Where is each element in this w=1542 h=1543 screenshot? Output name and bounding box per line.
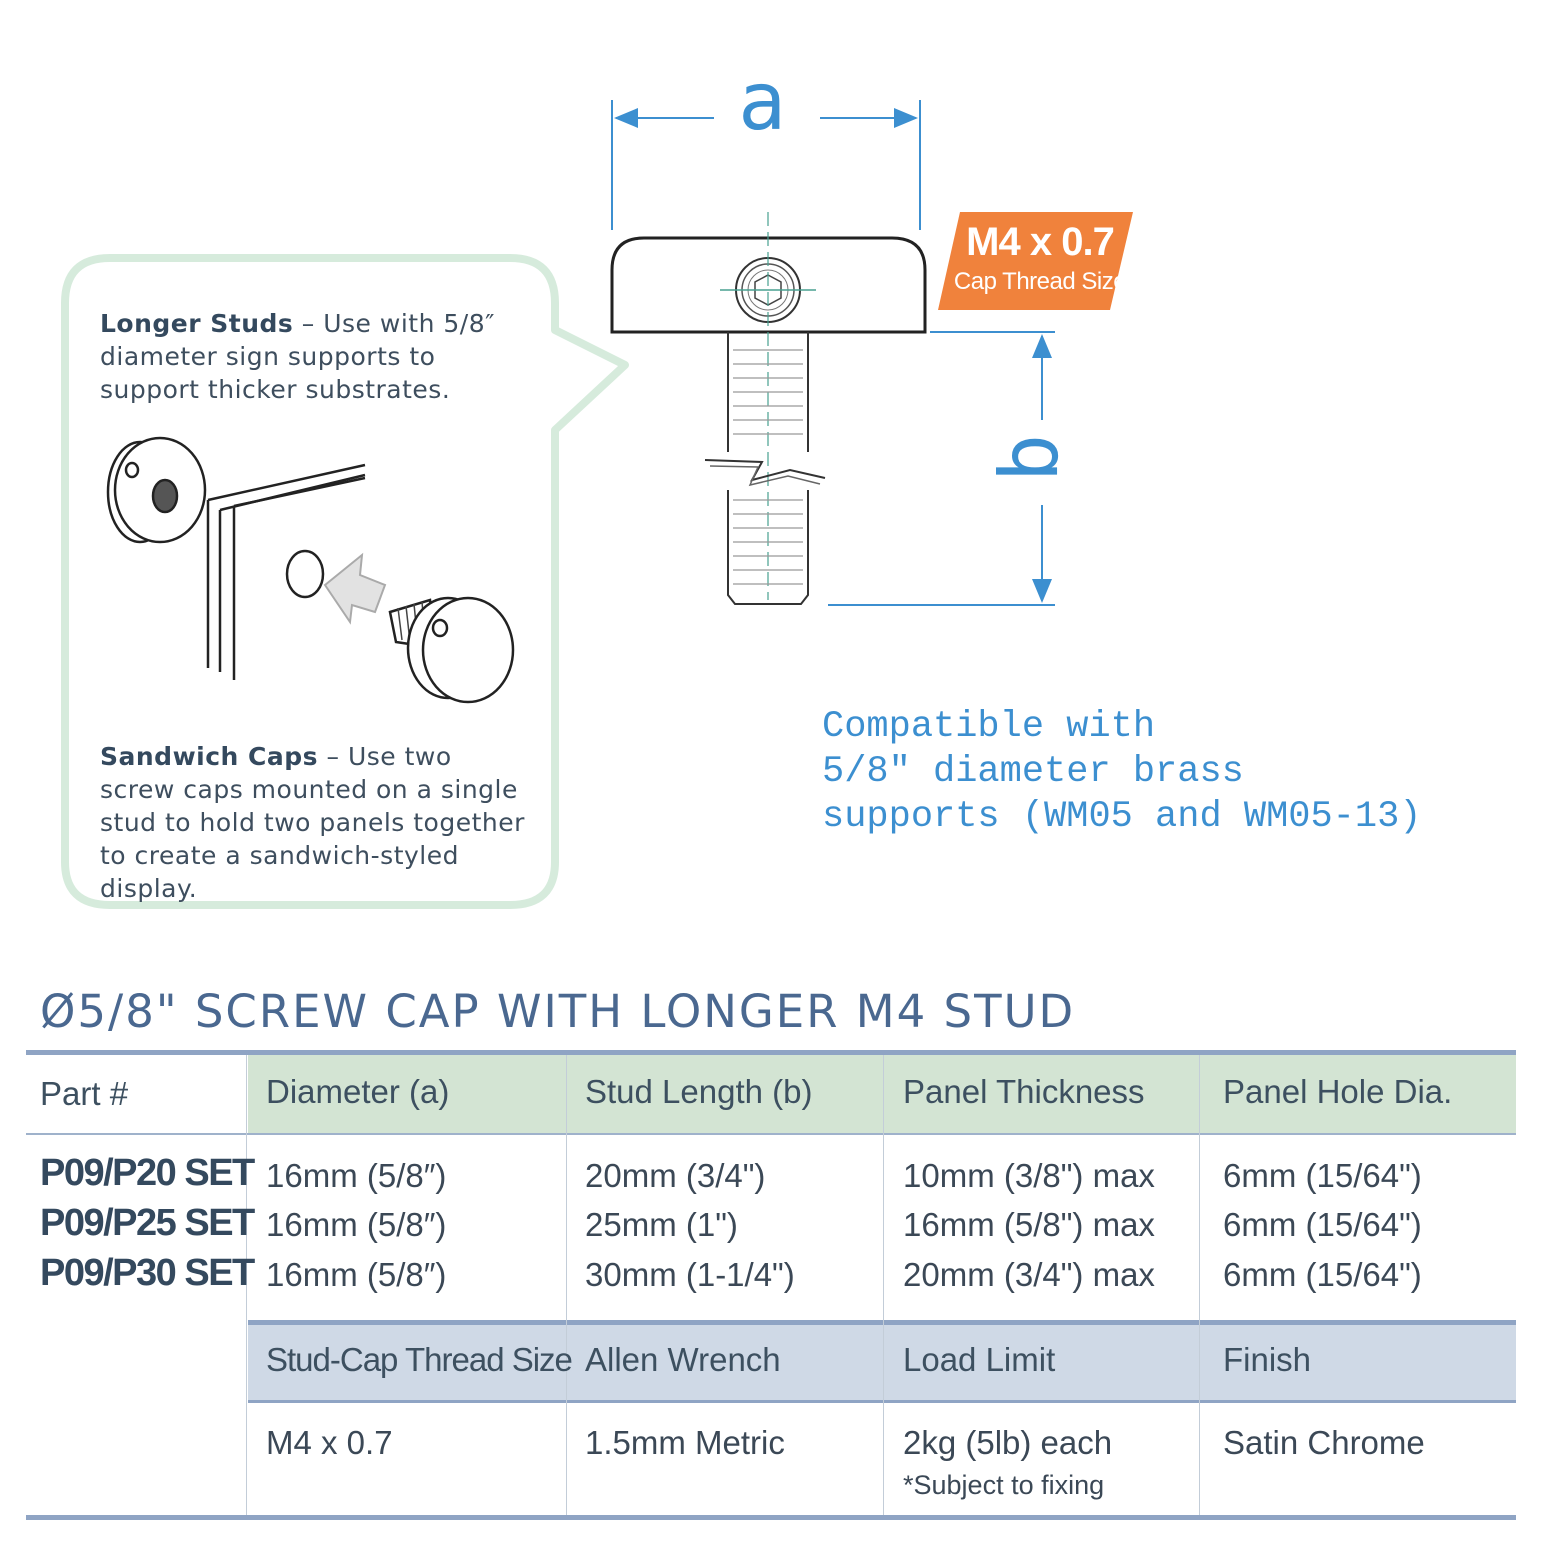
- cell-stud-length: 25mm (1"): [585, 1206, 738, 1243]
- sandwich-caps-text: – Use two screw caps mounted on a single…: [100, 742, 525, 903]
- thread-size-badge: [938, 212, 1133, 310]
- cell-thread-size: M4 x 0.7: [266, 1424, 393, 1461]
- header-load-limit: Load Limit: [903, 1341, 1056, 1378]
- header-panel-thickness: Panel Thickness: [903, 1073, 1145, 1110]
- assembly-arrow: [323, 552, 387, 625]
- header-finish: Finish: [1223, 1341, 1312, 1378]
- rule-header2-bottom: [248, 1400, 1516, 1403]
- part-header: Part #: [40, 1075, 129, 1112]
- header-allen-wrench: Allen Wrench: [585, 1341, 781, 1378]
- product-title: Ø5/8" SCREW CAP WITH LONGER M4 STUD: [40, 985, 1076, 1038]
- sandwich-caps-title: Sandwich Caps: [100, 742, 319, 771]
- sandwich-caps-note: Sandwich Caps – Use two screw caps mount…: [100, 740, 530, 905]
- longer-studs-title: Longer Studs: [100, 309, 294, 338]
- panel-illustration: [206, 463, 366, 680]
- cell-diameter: 16mm (5/8″): [266, 1206, 447, 1243]
- standoff-illustration: [106, 436, 207, 544]
- part-number: P09/P25 SET: [40, 1202, 255, 1244]
- screw-cap-head: [610, 212, 927, 600]
- cell-panel-thickness: 20mm (3/4") max: [903, 1256, 1155, 1293]
- header-diameter: Diameter (a): [266, 1073, 450, 1110]
- col-rule-3: [883, 1055, 884, 1515]
- header-row-2-bg: [248, 1325, 1516, 1401]
- cell-allen-wrench: 1.5mm Metric: [585, 1424, 785, 1461]
- cell-panel-thickness: 10mm (3/8") max: [903, 1157, 1155, 1194]
- rule-bottom: [26, 1515, 1516, 1520]
- badge-caption: Cap Thread Size: [953, 268, 1127, 295]
- rule-header1-bottom: [26, 1133, 1516, 1135]
- cell-panel-hole: 6mm (15/64"): [1223, 1157, 1422, 1194]
- compat-line-1: Compatible with: [822, 706, 1156, 748]
- rule-row2-top: [248, 1320, 1516, 1325]
- header-stud-length: Stud Length (b): [585, 1073, 813, 1110]
- cell-load-limit: 2kg (5lb) each: [903, 1424, 1113, 1461]
- cell-panel-hole: 6mm (15/64"): [1223, 1256, 1422, 1293]
- stud-shaft: [704, 332, 826, 605]
- cell-panel-hole: 6mm (15/64"): [1223, 1206, 1422, 1243]
- diagram-svg: [61, 100, 1133, 909]
- header-row-1-bg: [248, 1055, 1516, 1134]
- longer-studs-note: Longer Studs – Use with 5/8″ diameter si…: [100, 307, 530, 406]
- compat-line-3: supports (WM05 and WM05-13): [822, 796, 1422, 838]
- dimension-b-label: b: [983, 433, 1076, 483]
- washer-illustration: [285, 549, 325, 599]
- longer-studs-text: – Use with 5/8″ diameter sign supports t…: [100, 309, 495, 404]
- cell-stud-length: 30mm (1-1/4"): [585, 1256, 795, 1293]
- part-number: P09/P30 SET: [40, 1252, 255, 1294]
- cell-panel-thickness: 16mm (5/8") max: [903, 1206, 1155, 1243]
- rule-top: [26, 1050, 1516, 1055]
- col-rule-4: [1199, 1055, 1200, 1515]
- dimension-a: [611, 100, 921, 230]
- cell-diameter: 16mm (5/8″): [266, 1256, 447, 1293]
- compat-line-2: 5/8″ diameter brass: [822, 751, 1244, 793]
- header-panel-hole: Panel Hole Dia.: [1223, 1073, 1453, 1110]
- part-number: P09/P20 SET: [40, 1152, 255, 1194]
- screw-cap-illustration: [388, 596, 515, 704]
- load-limit-note: *Subject to fixing: [903, 1470, 1105, 1500]
- dimension-b: [828, 331, 1055, 606]
- cell-finish: Satin Chrome: [1223, 1424, 1425, 1461]
- cell-diameter: 16mm (5/8″): [266, 1157, 447, 1194]
- header-thread-size: Stud-Cap Thread Size: [266, 1341, 573, 1378]
- col-rule-1: [246, 1055, 247, 1515]
- cell-stud-length: 20mm (3/4"): [585, 1157, 766, 1194]
- badge-thread-size: M4 x 0.7: [966, 220, 1115, 264]
- col-rule-2: [566, 1055, 567, 1515]
- dimension-a-label: a: [738, 55, 787, 148]
